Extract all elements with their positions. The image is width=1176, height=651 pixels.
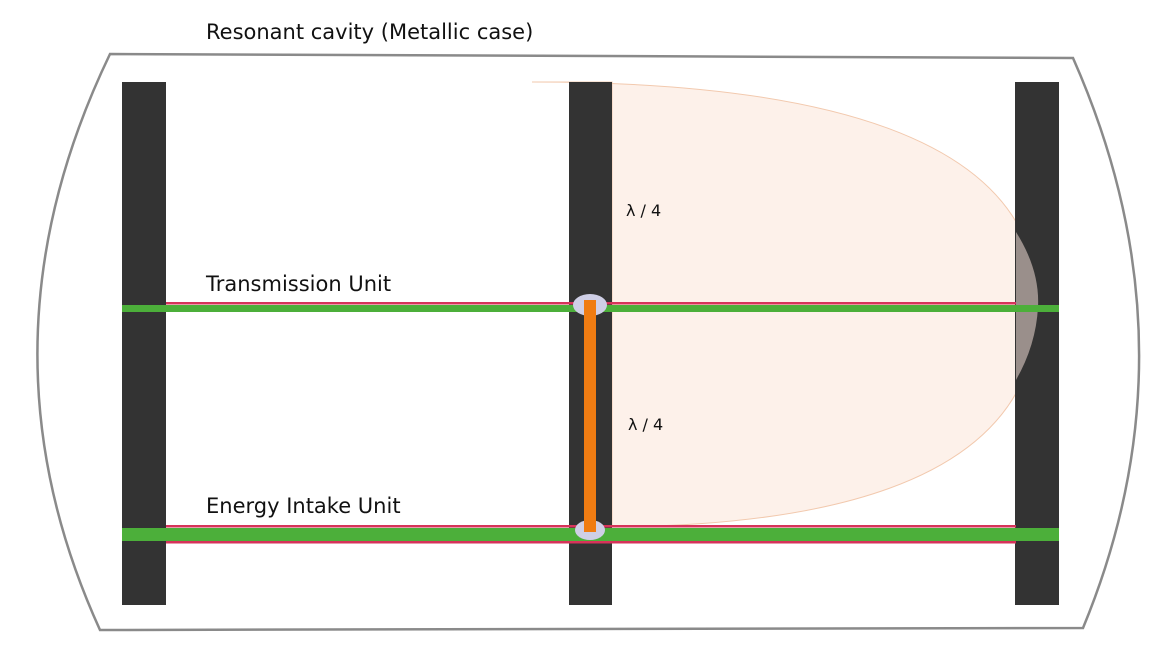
transmission-unit-label: Transmission Unit	[206, 272, 392, 296]
case-title: Resonant cavity (Metallic case)	[206, 20, 534, 44]
energy-intake-unit-label: Energy Intake Unit	[206, 494, 401, 518]
quarter-wavelength-lower-label: λ / 4	[628, 415, 664, 434]
energy-intake-conductor-lower	[166, 541, 1016, 544]
metallic-case-outline	[36, 52, 1141, 632]
left-pillar	[122, 82, 166, 605]
quarter-wavelength-upper-label: λ / 4	[626, 201, 662, 220]
coupling-rod	[584, 300, 596, 532]
